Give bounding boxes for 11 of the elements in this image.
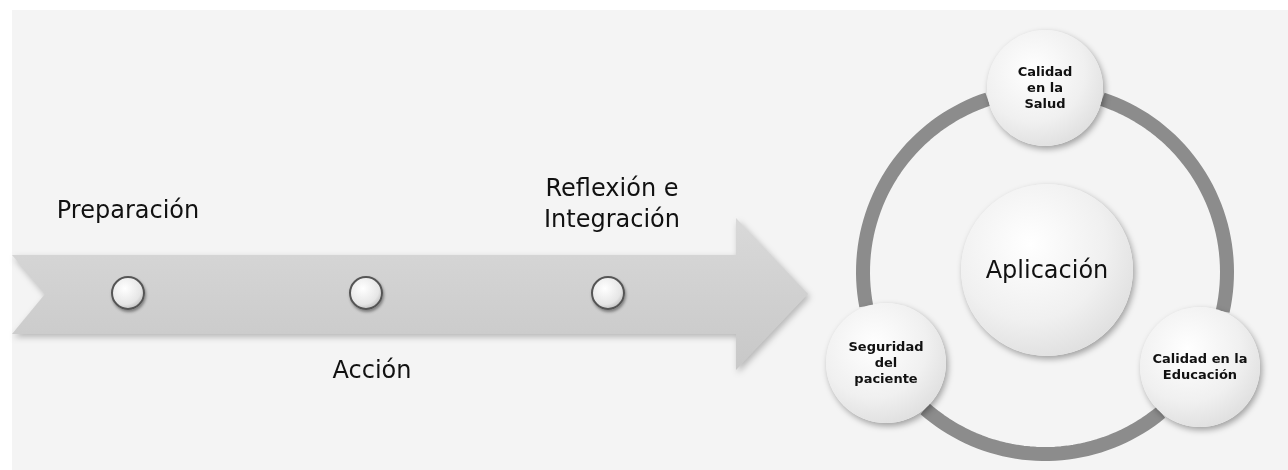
circle-node	[1140, 307, 1260, 427]
node-label: Aplicación	[984, 255, 1110, 285]
step-label: Preparación	[55, 195, 201, 226]
step-label: Acción	[331, 355, 413, 386]
node-label: Calidad en la Educación	[1152, 350, 1248, 384]
node-label: Seguridad del paciente	[847, 338, 925, 388]
ring-connector	[920, 403, 1166, 461]
ring-connector	[1099, 92, 1234, 313]
step-label: Reflexión e Integración	[543, 173, 681, 236]
ring-connector	[856, 92, 991, 308]
node-label: Calidad en la Salud	[1016, 63, 1074, 113]
